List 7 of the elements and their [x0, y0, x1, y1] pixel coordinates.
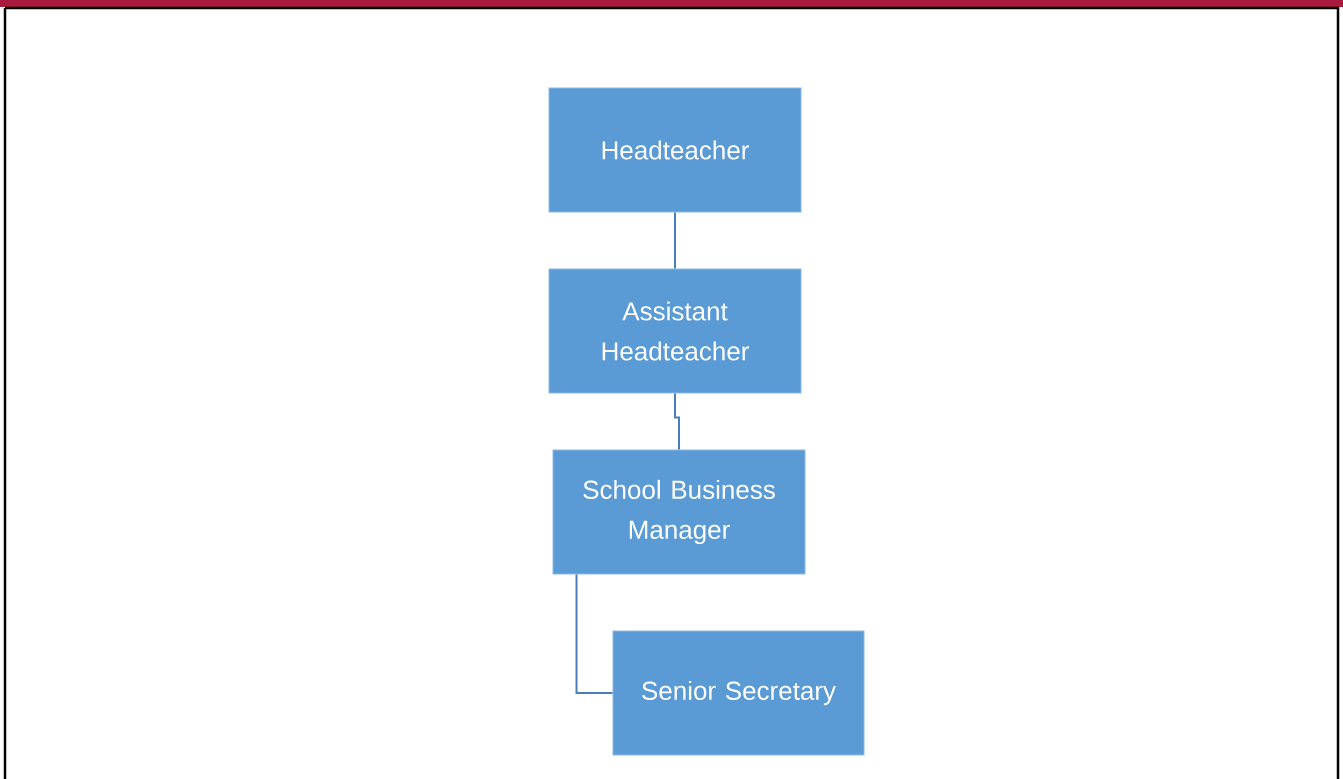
org-box: Assistant Headteacher	[548, 268, 802, 394]
org-box: School Business Manager	[552, 449, 806, 575]
org-box: Senior Secretary	[612, 630, 865, 756]
org-box: Headteacher	[548, 87, 802, 213]
connector-line	[674, 392, 680, 451]
connector-line	[674, 211, 676, 270]
connector-line	[575, 573, 614, 694]
